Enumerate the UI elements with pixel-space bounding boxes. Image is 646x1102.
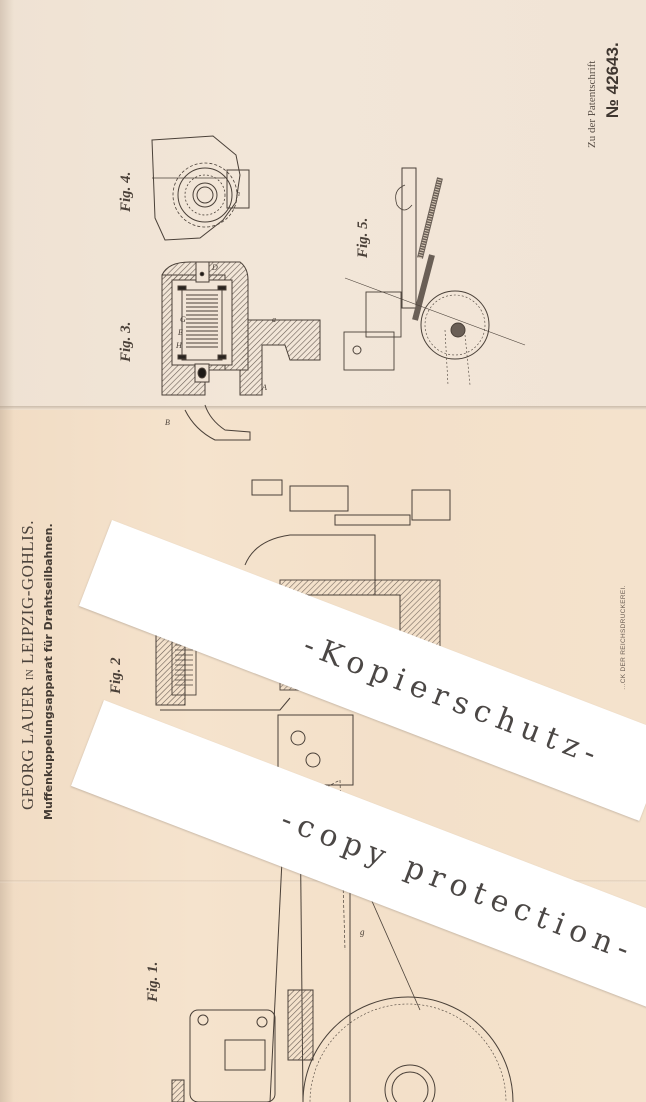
patent-subject: Muffenkuppelungsapparat für Drahtseilbah… [42, 523, 55, 820]
fig1-label: Fig. 1. [145, 961, 161, 1002]
svg-text:D: D [211, 263, 218, 272]
binding-shadow [0, 0, 14, 1102]
svg-text:E: E [177, 328, 183, 337]
fig2-label: Fig. 2 [108, 657, 124, 694]
printer-note: …CK DER REICHSDRUCKEREI. [620, 585, 627, 690]
inventor-heading: GEORG LAUER IN LEIPZIG-GOHLIS. [18, 520, 38, 810]
svg-text:G: G [180, 315, 186, 324]
fig5-label: Fig. 5. [355, 217, 371, 258]
svg-text:h: h [236, 189, 240, 198]
svg-text:B: B [165, 418, 170, 427]
svg-text:H: H [175, 341, 183, 350]
fig4-label: Fig. 4. [118, 171, 134, 212]
fig3-drawing: B D G E H A a [161, 261, 321, 441]
inventor-preposition: IN [25, 668, 36, 681]
svg-text:g: g [360, 927, 365, 937]
fig4-drawing: h [151, 135, 250, 241]
fig3-label: Fig. 3. [118, 321, 134, 362]
inventor-place: LEIPZIG-GOHLIS. [18, 520, 37, 664]
upper-sheet [0, 0, 646, 408]
fig1-drawing: g [171, 779, 514, 1102]
patent-number: № 42643. [603, 42, 622, 118]
inventor-name: GEORG LAUER [18, 685, 37, 810]
svg-text:A: A [261, 383, 267, 392]
fig5-drawing [343, 167, 526, 386]
patent-caption: Zu der Patentschrift [586, 60, 598, 148]
svg-text:a: a [272, 315, 276, 324]
sheet-fold-line [0, 406, 646, 410]
